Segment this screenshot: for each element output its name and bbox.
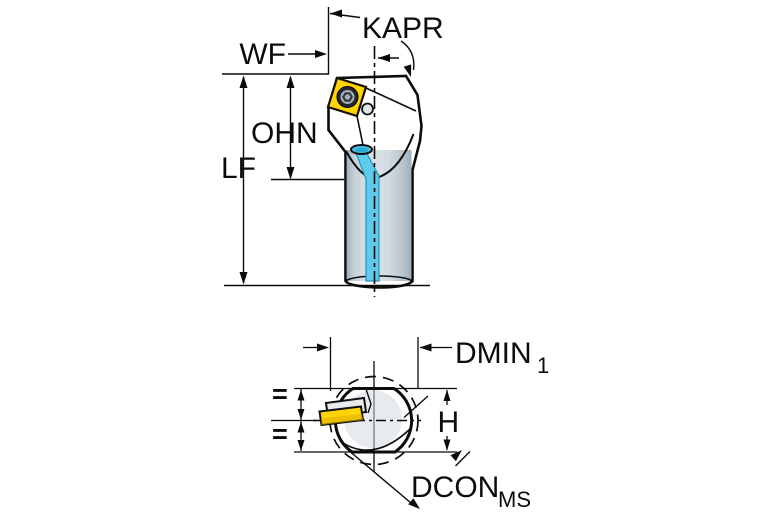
label-equal-upper: = [272, 379, 288, 409]
dcon-diagonal-upper [403, 395, 429, 419]
dmin-dimension [303, 337, 452, 391]
pin-hole [361, 102, 374, 116]
h-arrow-down [443, 439, 451, 451]
lf-dimension [239, 75, 248, 285]
h-arrow-up [443, 389, 451, 401]
pocket-edge-line [365, 388, 372, 414]
kapr-dimension [329, 9, 415, 77]
ohn-dimension [286, 75, 295, 180]
dcon-leader-arrow [408, 498, 420, 509]
wf-dimension [288, 50, 327, 58]
label-lf: LF [221, 152, 256, 185]
kapr-angle-arc [400, 40, 415, 71]
screw-face [340, 90, 355, 104]
equal-arrow-down-1 [297, 409, 305, 420]
label-equal-lower: = [272, 419, 288, 449]
label-dmin: DMIN [455, 337, 532, 370]
torx-socket-icon [342, 92, 353, 102]
dcon-tick [455, 451, 471, 467]
dcon-dimension [347, 395, 471, 509]
label-dcon-subscript: MS [498, 487, 531, 512]
label-h: H [438, 406, 460, 439]
ohn-arrow-down [286, 167, 295, 180]
torx-screw [336, 86, 359, 108]
dcon-leader-line [347, 448, 415, 507]
equal-arrow-up-1 [297, 389, 305, 401]
equal-arrow-down-2 [297, 440, 305, 451]
equal-spacing-dimension [297, 389, 305, 451]
kapr-arrow-left [330, 9, 342, 18]
label-kapr: KAPR [362, 12, 444, 45]
equal-arrow-up-2 [297, 421, 305, 433]
seat-sweep-curve [339, 428, 411, 451]
ohn-arrow-up [286, 75, 295, 88]
label-wf: WF [239, 38, 286, 71]
label-ohn: OHN [251, 117, 318, 150]
wf-arrow [315, 50, 327, 58]
dcon-upper-arrow [450, 450, 462, 462]
h-dimension [443, 389, 451, 451]
end-view-insert-shade [321, 413, 363, 425]
label-dmin-subscript: 1 [537, 353, 549, 378]
coolant-hole-inner [355, 147, 368, 153]
lf-arrow-down [239, 272, 248, 285]
centerline-arrow [378, 54, 390, 62]
label-dcon: DCON [411, 471, 499, 504]
kapr-arc-arrow [403, 64, 412, 77]
side-view: KAPR WF OHN LF [221, 7, 444, 297]
lf-arrow-up [239, 75, 248, 88]
end-view: = = DMIN 1 H DCON MS [271, 337, 549, 512]
dmin-arrow-right [317, 343, 329, 352]
dmin-arrow-left [419, 343, 432, 352]
